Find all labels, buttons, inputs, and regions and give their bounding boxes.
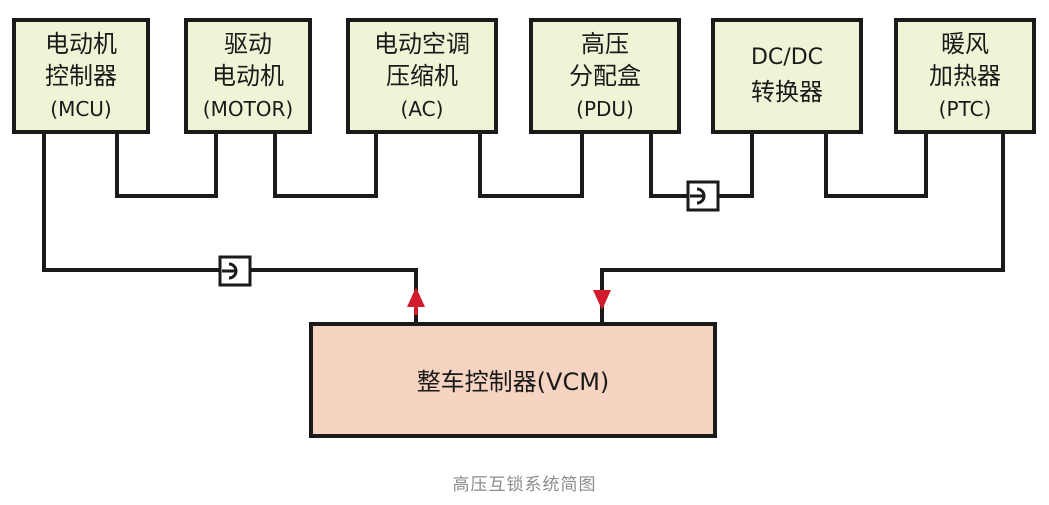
vcm-box: 整车控制器(VCM) <box>309 322 717 438</box>
module-ptc: 暖风 加热器 (PTC) <box>894 18 1036 134</box>
module-ptc-line3: (PTC) <box>939 97 992 121</box>
arrow-up-shaft <box>414 305 418 315</box>
diagram-caption: 高压互锁系统简图 <box>452 475 597 495</box>
module-pdu: 高压 分配盒 (PDU) <box>529 18 681 134</box>
module-ac: 电动空调 压缩机 (AC) <box>346 18 498 134</box>
wire-mcu-vcm <box>42 132 418 324</box>
module-mcu: 电动机 控制器 (MCU) <box>12 18 150 134</box>
module-motor-line1: 驱动 <box>224 30 272 58</box>
module-mcu-line3: (MCU) <box>50 97 111 121</box>
module-pdu-line2: 分配盒 <box>569 62 641 90</box>
module-mcu-line1: 电动机 <box>45 30 117 58</box>
module-ac-line3: (AC) <box>401 97 444 121</box>
module-motor-line2: 电动机 <box>212 62 284 90</box>
wire-dcdc-ptc <box>824 132 928 198</box>
module-ac-line1: 电动空调 <box>374 30 470 58</box>
vcm-label: 整车控制器(VCM) <box>417 368 610 396</box>
arrow-down-icon <box>593 290 611 310</box>
arrow-up-icon <box>407 287 425 307</box>
connector-top <box>686 180 720 212</box>
module-dcdc: DC/DC 转换器 <box>711 18 863 134</box>
connector-left <box>218 255 252 287</box>
module-dcdc-line2: 转换器 <box>751 78 823 106</box>
module-dcdc-line1: DC/DC <box>751 45 823 70</box>
module-mcu-line2: 控制器 <box>45 62 117 90</box>
module-ptc-line1: 暖风 <box>941 30 989 58</box>
module-motor: 驱动 电动机 (MOTOR) <box>184 18 312 134</box>
wire-ptc-vcm <box>600 132 1005 324</box>
module-ptc-line2: 加热器 <box>929 62 1001 90</box>
module-motor-line3: (MOTOR) <box>203 97 293 121</box>
wire-ac-pdu <box>478 132 584 198</box>
module-pdu-line3: (PDU) <box>576 97 634 121</box>
wiring <box>42 132 1005 324</box>
module-pdu-line1: 高压 <box>581 30 629 58</box>
wire-motor-ac <box>273 132 378 198</box>
module-ac-line2: 压缩机 <box>386 62 458 90</box>
wire-mcu-motor <box>115 132 218 198</box>
